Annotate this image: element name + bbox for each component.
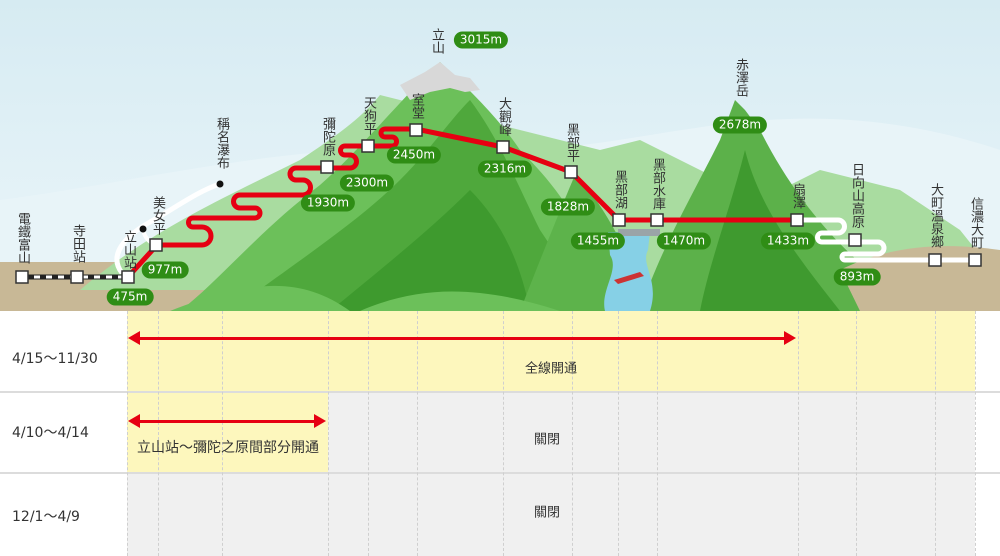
- sightseeing-boat-icon: [614, 272, 644, 284]
- peak-name-akazawa: 赤澤岳: [733, 58, 748, 97]
- station-name: 天狗平: [361, 96, 376, 135]
- station-guide-line: [503, 311, 504, 556]
- peak-elevation-akazawa: 2678m: [712, 116, 768, 134]
- kurobe-dam: [618, 229, 660, 236]
- station-marker[interactable]: [928, 253, 942, 267]
- station-name: 電鐵富山: [15, 212, 30, 264]
- kurobe-lake: [604, 232, 653, 311]
- station-guide-line: [975, 311, 976, 556]
- open-fill-row2: [127, 393, 328, 473]
- station-marker[interactable]: [121, 270, 135, 284]
- station-marker[interactable]: [790, 213, 804, 227]
- station-marker[interactable]: [496, 140, 510, 154]
- elevation-badge: 1828m: [540, 198, 596, 216]
- station-markers: [15, 123, 982, 284]
- elevation-badge: 2450m: [386, 146, 442, 164]
- period-label: 4/15～11/30: [12, 351, 98, 367]
- station-name: 扇澤: [790, 183, 805, 209]
- station-name: 立山站: [121, 230, 136, 269]
- station-guide-line: [856, 311, 857, 556]
- station-guide-line: [328, 311, 329, 556]
- station-guide-line: [158, 311, 159, 556]
- station-name: 日向山高原: [849, 163, 864, 228]
- peak-elevation-tateyama: 3015m: [453, 31, 509, 49]
- station-marker[interactable]: [968, 253, 982, 267]
- full-route-arrow: [128, 331, 796, 345]
- viewpoint-point: [139, 225, 147, 233]
- station-name: 大觀峰: [496, 97, 511, 136]
- station-guide-line: [935, 311, 936, 556]
- elevation-badge: 1930m: [300, 194, 356, 212]
- station-guide-line: [127, 311, 128, 556]
- station-name: 室堂: [409, 93, 424, 119]
- station-marker[interactable]: [320, 160, 334, 174]
- station-guide-line: [798, 311, 799, 556]
- mountain-scene: [0, 0, 1000, 311]
- station-name: 寺田站: [70, 224, 85, 263]
- station-marker[interactable]: [15, 270, 29, 284]
- open-route-line: [126, 126, 797, 279]
- station-guide-line: [618, 311, 619, 556]
- shomyo-road: [114, 181, 221, 275]
- partial-route-arrow: [128, 414, 326, 428]
- massif-dark: [330, 190, 530, 311]
- station-guide-line: [657, 311, 658, 556]
- akazawa-mountain: [640, 100, 900, 311]
- station-name: 黑部水庫: [650, 158, 665, 210]
- akazawa-shadow: [700, 150, 840, 311]
- status-label: 關閉: [533, 505, 561, 521]
- open-fill-row1: [127, 311, 975, 392]
- row-divider: [0, 472, 1000, 474]
- elevation-badge: 893m: [833, 268, 881, 286]
- station-marker[interactable]: [564, 165, 578, 179]
- station-marker[interactable]: [70, 270, 84, 284]
- station-marker[interactable]: [848, 233, 862, 247]
- station-name: 黑部平: [564, 123, 579, 162]
- snow-cap: [400, 62, 480, 100]
- elevation-badge: 475m: [106, 288, 154, 306]
- station-guide-line: [572, 311, 573, 556]
- station-name: 彌陀原: [320, 117, 335, 156]
- elevation-badge: 2300m: [339, 174, 395, 192]
- period-label: 12/1～4/9: [12, 509, 80, 525]
- station-name: 信濃大町: [968, 197, 983, 249]
- status-label: 關閉: [533, 432, 561, 448]
- station-name: 黑部湖: [612, 170, 627, 209]
- elevation-badge: 1455m: [570, 232, 626, 250]
- station-guide-line: [417, 311, 418, 556]
- operation-schedule-table: 4/15～11/30 全線開通 4/10～4/14 立山站～彌陀之原間部分開通 …: [0, 311, 1000, 556]
- peak-name-tateyama: 立山: [429, 28, 444, 54]
- station-marker[interactable]: [409, 123, 423, 137]
- closed-fill-row3: [127, 474, 975, 556]
- waterfall-label: 稱名瀑布: [214, 117, 229, 169]
- station-marker[interactable]: [149, 238, 163, 252]
- station-marker[interactable]: [650, 213, 664, 227]
- station-marker[interactable]: [612, 213, 626, 227]
- partial-open-label: 立山站～彌陀之原間部分開通: [137, 440, 319, 456]
- foothills: [170, 285, 560, 311]
- elevation-badge: 977m: [141, 261, 189, 279]
- elevation-badge: 2316m: [477, 160, 533, 178]
- elevation-badge: 1470m: [656, 232, 712, 250]
- closed-fill-row2: [328, 393, 975, 473]
- elevation-badge: 1433m: [760, 232, 816, 250]
- station-name: 大町溫泉鄉: [928, 183, 943, 248]
- station-name: 美女平: [150, 196, 165, 235]
- status-label: 全線開通: [524, 361, 578, 377]
- period-label: 4/10～4/14: [12, 425, 89, 441]
- waterfall-point: [216, 180, 224, 188]
- station-guide-line: [222, 311, 223, 556]
- row-divider: [0, 391, 1000, 393]
- station-guide-line: [368, 311, 369, 556]
- bus-route-line: [797, 217, 975, 263]
- station-marker[interactable]: [361, 139, 375, 153]
